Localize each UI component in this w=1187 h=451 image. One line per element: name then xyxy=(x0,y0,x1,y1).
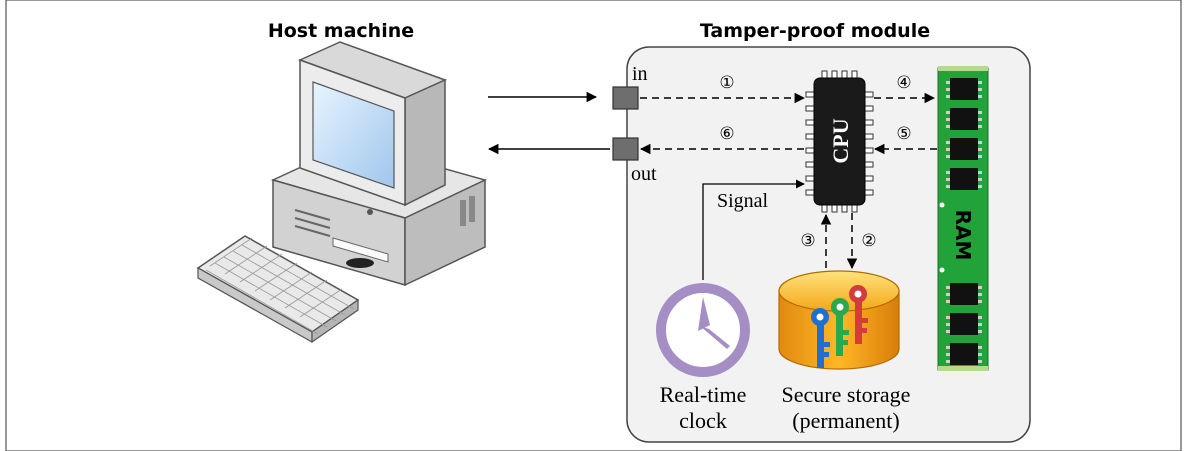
cpu-label: CPU xyxy=(828,118,853,163)
step-number-2: ② xyxy=(861,231,876,250)
step-number-6: ⑥ xyxy=(719,124,734,143)
blue-key-icon xyxy=(811,308,830,368)
ram-label: RAM xyxy=(951,210,975,261)
port-out-label: out xyxy=(631,163,657,185)
clock-label-line2: clock xyxy=(679,408,727,433)
ram-module xyxy=(937,66,989,371)
clock-label-line1: Real-time xyxy=(660,382,747,407)
port-in xyxy=(612,86,639,110)
step-number-4: ④ xyxy=(896,73,911,92)
storage-label-line1: Secure storage xyxy=(782,382,911,407)
storage-label-line2: (permanent) xyxy=(792,408,900,433)
module-title: Tamper-proof module xyxy=(700,20,930,42)
cpu-chip xyxy=(805,70,874,213)
clock-icon xyxy=(656,283,750,377)
host-title: Host machine xyxy=(268,20,414,42)
port-out xyxy=(612,137,639,161)
signal-label: Signal xyxy=(717,190,769,212)
step-number-3: ③ xyxy=(800,231,815,250)
red-key-icon xyxy=(849,285,868,344)
green-key-icon xyxy=(831,298,849,356)
step-number-1: ① xyxy=(719,73,734,92)
step-number-5: ⑤ xyxy=(896,124,911,143)
signal-arrow xyxy=(702,179,805,280)
host-computer-icon xyxy=(196,41,488,344)
port-in-label: in xyxy=(632,63,648,85)
outer-frame xyxy=(5,0,1182,451)
